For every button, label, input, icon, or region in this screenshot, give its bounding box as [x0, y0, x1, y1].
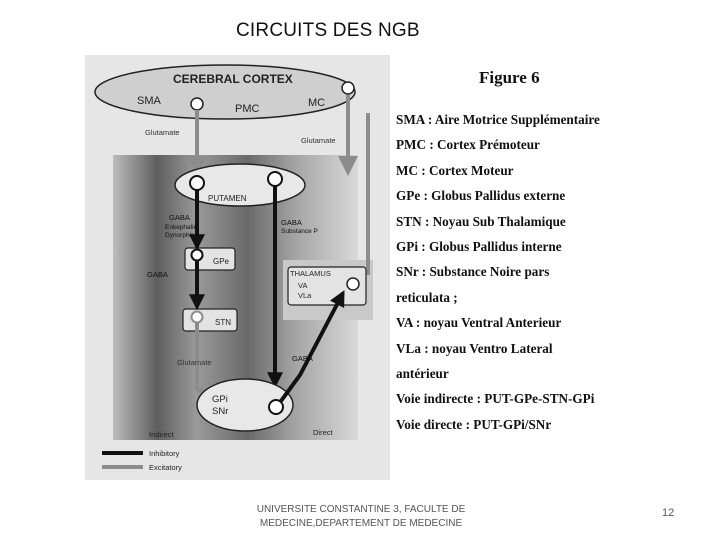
gaba-gpe-label: GABA [147, 270, 168, 279]
legend-item: VA : noyau Ventral Anterieur [396, 315, 562, 331]
thalamus-vla-label: VLa [298, 291, 312, 300]
snr-label: SNr [212, 406, 228, 417]
stn-neuron [190, 310, 204, 324]
legend-item: reticulata ; [396, 289, 458, 305]
gpe-label: GPe [213, 257, 230, 266]
legend-item: Voie directe : PUT-GPi/SNr [396, 416, 552, 432]
gaba-direct-label: GABA [281, 218, 302, 227]
thalamus-title: THALAMUS [290, 269, 331, 278]
gpi-snr-ellipse [196, 378, 294, 432]
gpi-to-thalamus-arrow [279, 290, 345, 403]
legend-item: MC : Cortex Moteur [396, 162, 514, 178]
slide-footer: UNIVERSITE CONSTANTINE 3, FACULTE DE MED… [256, 504, 466, 529]
basal-ganglia-circuit-figure: CEREBRAL CORTEX SMA PMC MC Glutamate Glu… [85, 55, 390, 480]
legend-item: antérieur [396, 365, 449, 381]
mc-neuron [341, 81, 355, 95]
gaba-indirect-label: GABA [169, 213, 190, 222]
dynorphin-label: Dynorphin [165, 232, 195, 239]
legend-item: GPi : Globus Pallidus interne [396, 238, 562, 254]
slide-title: CIRCUITS DES NGB [236, 20, 420, 41]
glutamate-left-label: Glutamate [145, 128, 180, 137]
thalamus-box [287, 266, 367, 306]
putamen-label: PUTAMEN [208, 194, 247, 203]
cortex-mc-label: MC [308, 97, 325, 109]
legend-item: STN : Noyau Sub Thalamique [396, 213, 566, 229]
legend-item: VLa : noyau Ventro Lateral [396, 340, 553, 356]
inhibitory-key-label: Inhibitory [149, 449, 180, 458]
stn-label: STN [215, 318, 231, 327]
glutamate-right-label: Glutamate [301, 136, 336, 145]
glutamate-stn-label: Glutamate [177, 358, 212, 367]
excitatory-key-label: Excitatory [149, 463, 182, 472]
legend-item: GPe : Globus Pallidus externe [396, 188, 566, 204]
abbreviation-legend: SMA : Aire Motrice Supplémentaire PMC : … [396, 107, 696, 437]
cortex-sma-label: SMA [137, 95, 162, 107]
cerebral-cortex-ellipse [94, 64, 356, 120]
thalamus-va-label: VA [298, 281, 307, 290]
indirect-pathway-label: Indirect [149, 430, 175, 439]
direct-pathway-label: Direct [313, 428, 334, 437]
putamen-direct-neuron [267, 171, 283, 187]
putamen-indirect-neuron [189, 175, 205, 191]
cortex-pmc-label: PMC [235, 103, 260, 115]
legend-item: SNr : Substance Noire pars [396, 264, 550, 280]
gaba-output-label: GABA [292, 354, 313, 363]
figure-number: Figure 6 [479, 68, 540, 87]
legend-item: Voie indirecte : PUT-GPe-STN-GPi [396, 391, 595, 407]
sma-neuron [190, 97, 204, 111]
circuit-diagram: CEREBRAL CORTEX SMA PMC MC Glutamate Glu… [85, 55, 390, 480]
enkephalin-label: Enkephalin [165, 224, 198, 231]
legend-item: PMC : Cortex Prémoteur [396, 137, 540, 153]
gpe-neuron [190, 248, 204, 262]
cortex-title: CEREBRAL CORTEX [173, 72, 293, 86]
gpi-neuron [268, 399, 284, 415]
substance-p-label: Substance P [281, 228, 318, 235]
legend-item: SMA : Aire Motrice Supplémentaire [396, 112, 600, 127]
gpi-label: GPi [212, 394, 228, 405]
page-number: 12 [662, 507, 675, 519]
thalamus-neuron [346, 277, 360, 291]
